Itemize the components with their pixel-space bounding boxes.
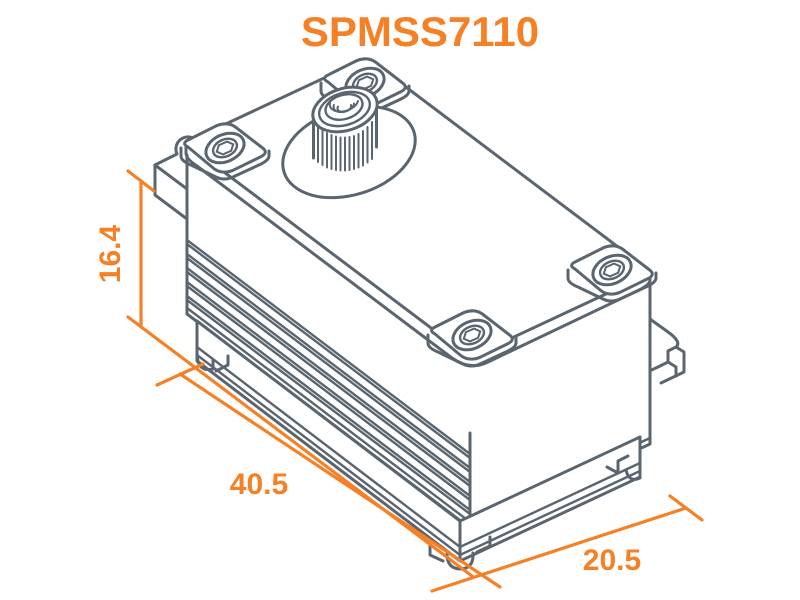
dimension-width: 20.5 xyxy=(430,494,704,593)
thread-arcs xyxy=(328,100,359,114)
cooling-fins xyxy=(185,238,652,524)
output-spline-shaft xyxy=(281,85,417,200)
dimension-height: 16.4 xyxy=(94,169,474,578)
dimension-height-label: 16.4 xyxy=(94,224,127,283)
page-title: SPMSS7110 xyxy=(301,8,539,55)
dimension-width-label: 20.5 xyxy=(583,544,641,577)
dimension-length-label: 40.5 xyxy=(230,468,288,501)
dimension-length: 40.5 xyxy=(155,362,502,589)
spline-teeth xyxy=(317,121,373,172)
bottom-feet xyxy=(195,350,642,571)
